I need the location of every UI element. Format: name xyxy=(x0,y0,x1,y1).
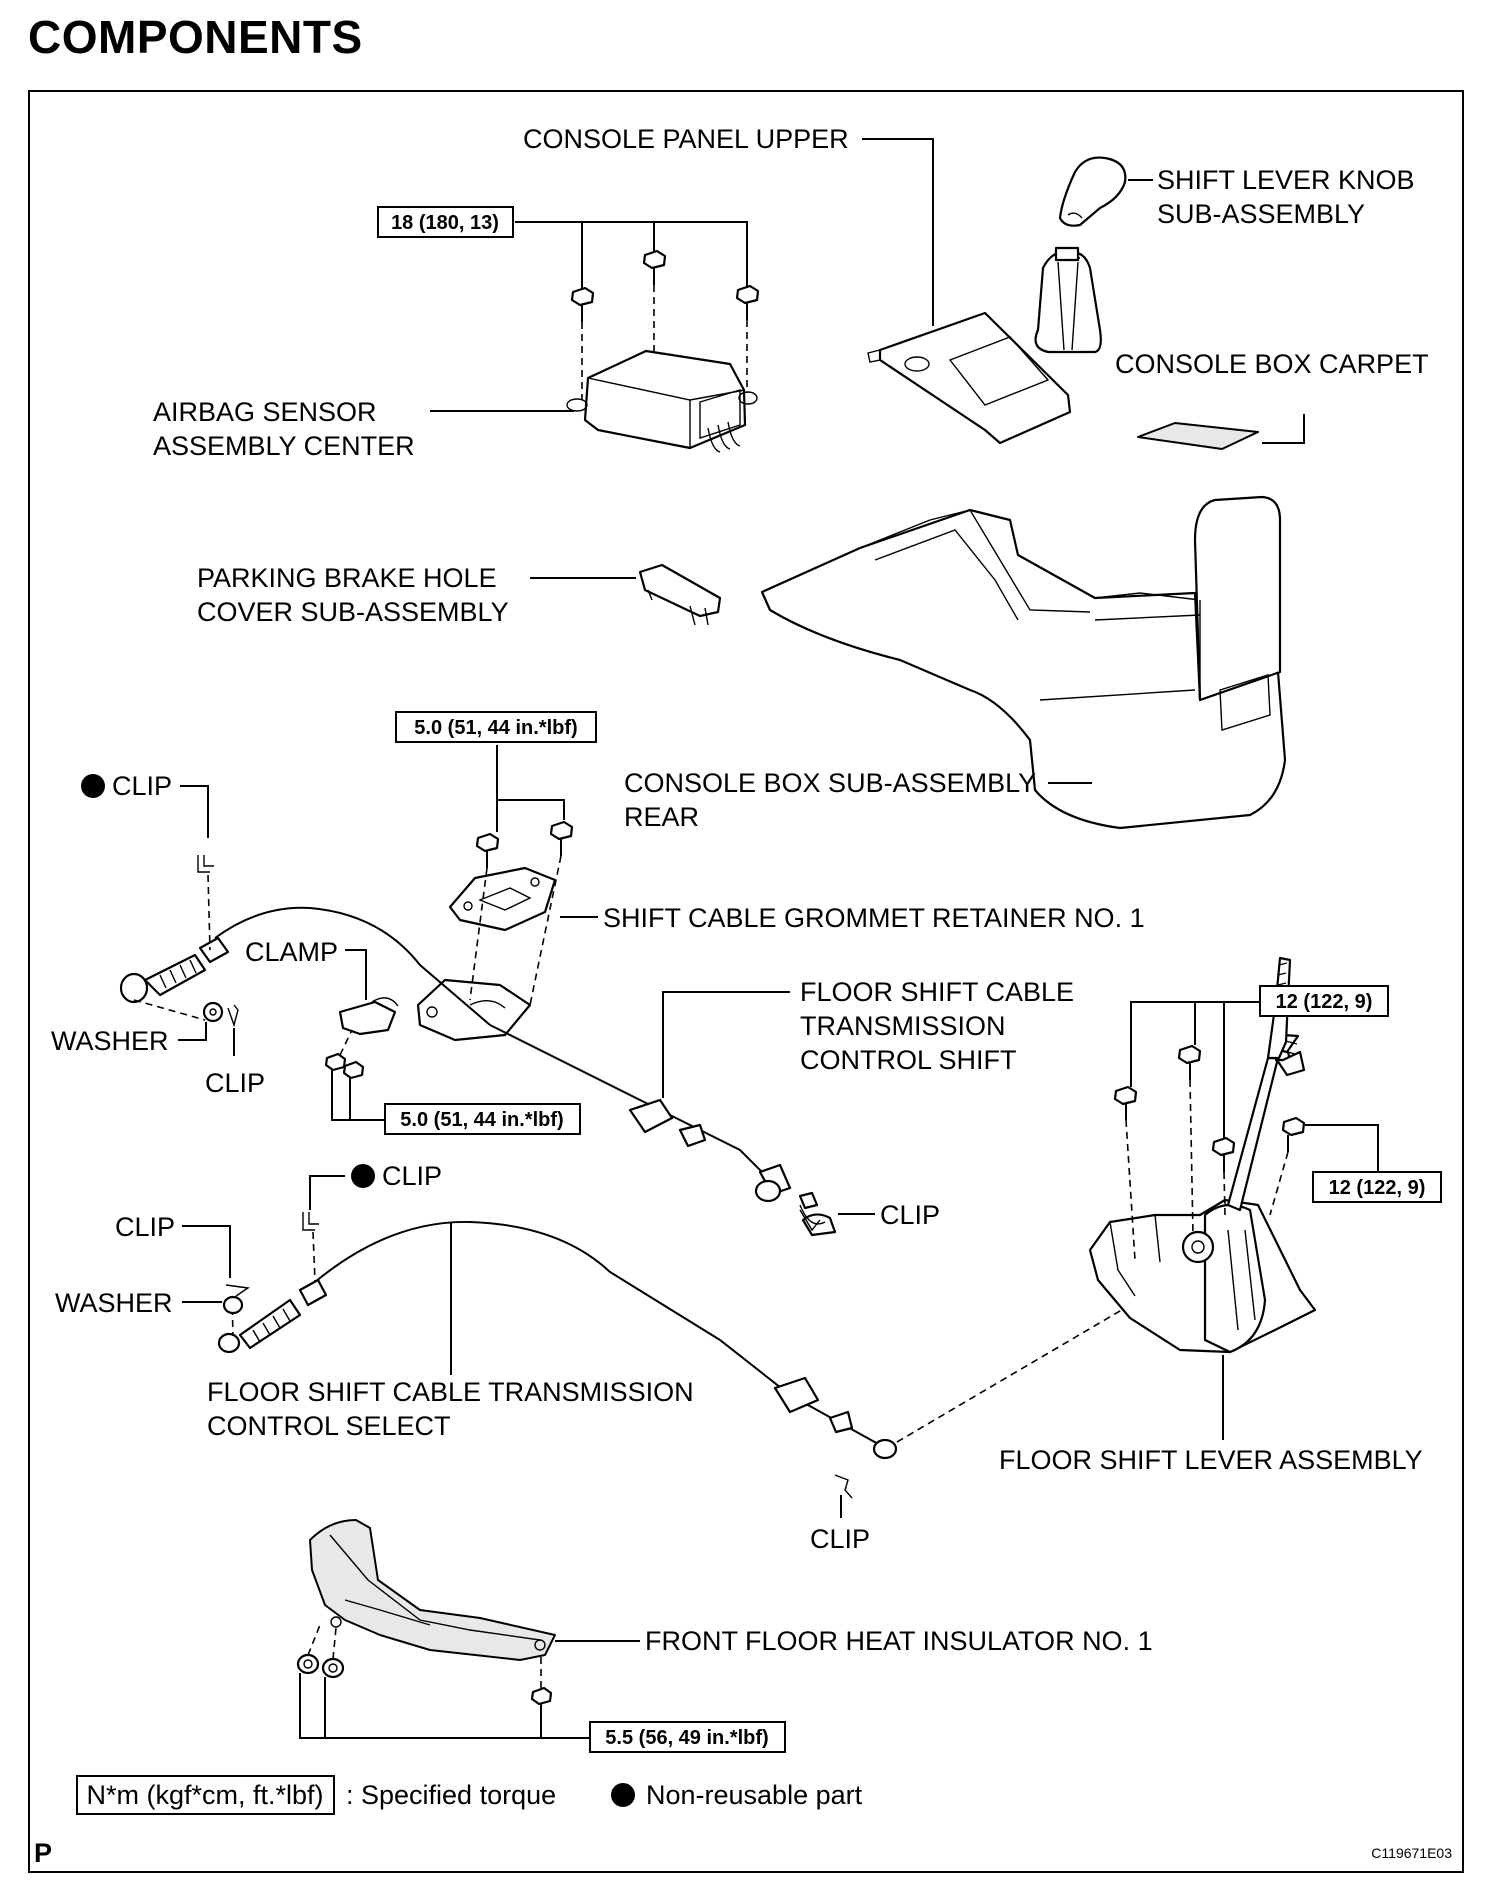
torque-box-clamp xyxy=(384,1103,581,1135)
torque-insulator: 5.5 (56, 49 in.*lbf) xyxy=(605,1727,768,1749)
label-clip-5: CLIP xyxy=(115,1212,175,1242)
label-select-cable-2: CONTROL SELECT xyxy=(207,1411,451,1441)
torque-airbag: 18 (180, 13) xyxy=(391,212,499,234)
legend-torque-units: N*m (kgf*cm, ft.*lbf) xyxy=(86,1780,323,1810)
legend-nonreusable-text: Non-reusable part xyxy=(646,1780,863,1810)
airbag-bolts xyxy=(570,249,760,400)
heat-insulator xyxy=(309,1519,556,1661)
select-cable-body xyxy=(314,1220,881,1446)
diagram-frame xyxy=(28,90,1464,1873)
nonreusable-dot-1 xyxy=(81,774,105,798)
label-shift-lever-knob-2: SUB-ASSEMBLY xyxy=(1157,199,1365,229)
label-floor-lever: FLOOR SHIFT LEVER ASSEMBLY xyxy=(999,1445,1423,1475)
console-panel-upper xyxy=(867,311,1072,445)
label-select-cable-1: FLOOR SHIFT CABLE TRANSMISSION xyxy=(207,1377,694,1407)
label-clip-nonreusable-2: CLIP xyxy=(382,1161,442,1191)
label-clip-right-upper: CLIP xyxy=(880,1200,940,1230)
console-box-carpet xyxy=(1137,422,1259,450)
label-console-box-carpet: CONSOLE BOX CARPET xyxy=(1115,349,1429,379)
label-parking-1: PARKING BRAKE HOLE xyxy=(197,563,497,593)
shift-boot xyxy=(1034,246,1102,354)
torque-box-airbag xyxy=(377,206,514,238)
label-clamp: CLAMP xyxy=(245,937,338,967)
page-title: COMPONENTS xyxy=(28,11,363,63)
torque-grommet: 5.0 (51, 44 in.*lbf) xyxy=(414,717,577,739)
torque-clamp: 5.0 (51, 44 in.*lbf) xyxy=(400,1109,563,1131)
torque-box-insulator xyxy=(589,1721,786,1753)
floor-shift-lever xyxy=(1088,1033,1317,1354)
label-clip-2: CLIP xyxy=(205,1068,265,1098)
legend-torque-box xyxy=(76,1775,335,1815)
parking-brake-hole-cover xyxy=(638,563,722,626)
clamp xyxy=(338,997,399,1036)
label-grommet: SHIFT CABLE GROMMET RETAINER NO. 1 xyxy=(603,903,1145,933)
airbag-sensor xyxy=(566,349,758,453)
shift-lever-knob xyxy=(1058,156,1127,227)
label-console-rear-1: CONSOLE BOX SUB-ASSEMBLY xyxy=(624,768,1036,798)
footer-code: C119671E03 xyxy=(1371,1845,1452,1861)
label-clip-6: CLIP xyxy=(810,1524,870,1554)
label-shift-cable-2: TRANSMISSION xyxy=(800,1011,1006,1041)
grommet-retainer xyxy=(448,866,557,932)
torque-lever-side: 12 (122, 9) xyxy=(1329,1177,1426,1199)
nonreusable-dot-2 xyxy=(351,1164,375,1188)
legend-torque-text: : Specified torque xyxy=(346,1780,556,1810)
label-console-panel-upper: CONSOLE PANEL UPPER xyxy=(523,124,849,154)
label-shift-lever-knob-1: SHIFT LEVER KNOB xyxy=(1157,165,1415,195)
label-parking-2: COVER SUB-ASSEMBLY xyxy=(197,597,509,627)
legend-nonreusable-dot xyxy=(611,1783,635,1807)
label-shift-cable-1: FLOOR SHIFT CABLE xyxy=(800,977,1074,1007)
label-heat-insulator: FRONT FLOOR HEAT INSULATOR NO. 1 xyxy=(645,1626,1153,1656)
torque-lever-upper: 12 (122, 9) xyxy=(1276,991,1373,1013)
shift-cable-body xyxy=(214,906,491,1026)
torque-box-lever-upper xyxy=(1259,985,1389,1017)
label-console-rear-2: REAR xyxy=(624,802,699,832)
console-box-rear xyxy=(760,495,1287,830)
label-clip-nonreusable-1: CLIP xyxy=(112,771,172,801)
label-airbag-2: ASSEMBLY CENTER xyxy=(153,431,415,461)
torque-box-lever-side xyxy=(1312,1171,1442,1203)
label-airbag-1: AIRBAG SENSOR xyxy=(153,397,377,427)
label-washer-2: WASHER xyxy=(55,1288,173,1318)
torque-box-grommet xyxy=(395,711,597,743)
label-shift-cable-3: CONTROL SHIFT xyxy=(800,1045,1017,1075)
footer-mark: P xyxy=(34,1838,52,1868)
label-washer-1: WASHER xyxy=(51,1026,169,1056)
